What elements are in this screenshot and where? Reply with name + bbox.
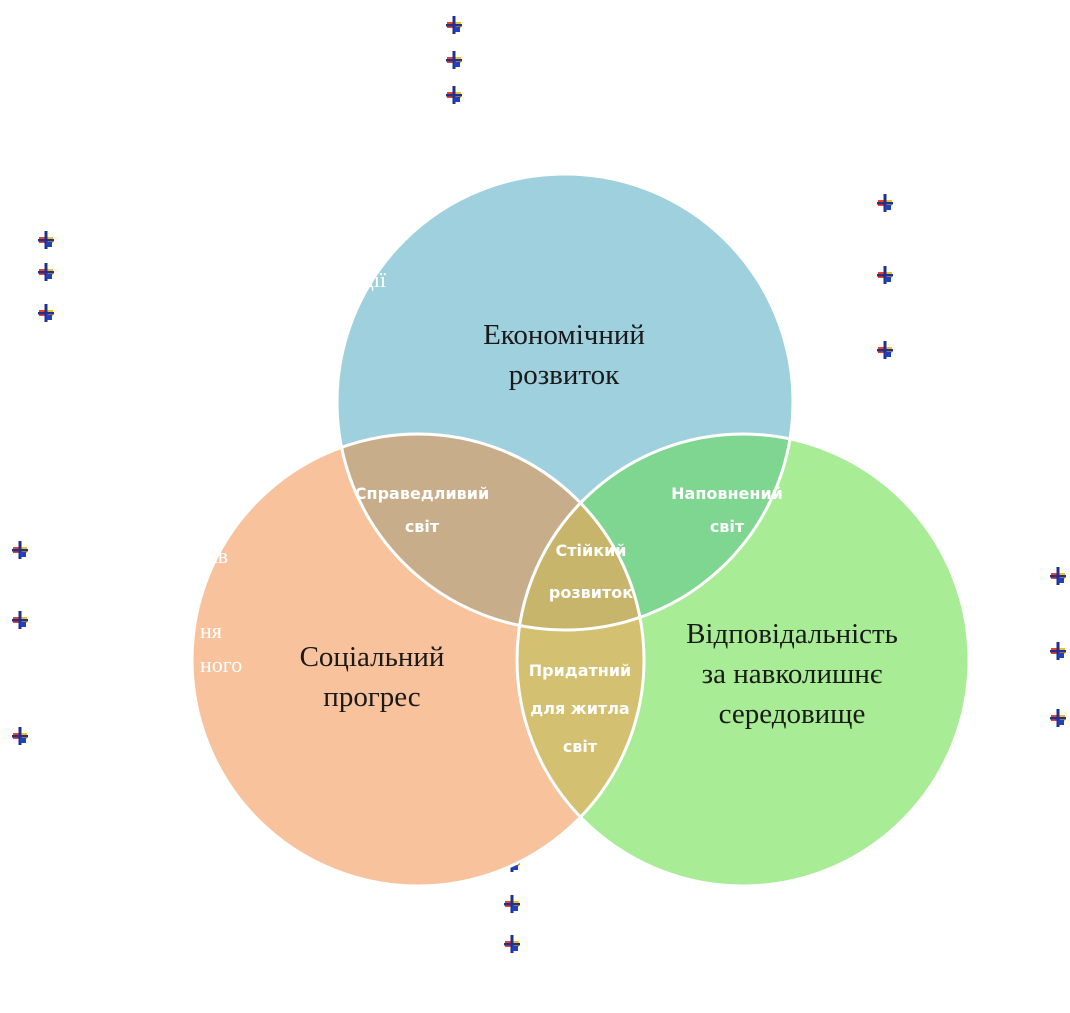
bullets-top <box>446 16 462 104</box>
overlap-economic-social <box>337 434 644 630</box>
social-label-line: прогрес <box>323 681 420 713</box>
plus-cross-bullet-icon <box>38 263 54 281</box>
plus-cross-bullet-icon <box>877 194 893 212</box>
bullets-right-upper <box>877 194 893 359</box>
social-label-line: Соціальний <box>300 641 445 673</box>
economic-label-line: Економічний <box>483 319 645 351</box>
economic-label: Економічний розвиток <box>483 319 645 391</box>
plus-cross-bullet-icon <box>1050 567 1066 585</box>
plus-cross-bullet-icon <box>877 341 893 359</box>
plus-cross-bullet-icon <box>12 611 28 629</box>
bullets-left-lower <box>12 541 28 745</box>
plus-cross-bullet-icon <box>12 727 28 745</box>
social-label: Соціальний прогрес <box>300 641 445 713</box>
plus-cross-bullet-icon <box>1050 642 1066 660</box>
viable-label-line: Наповнений <box>671 484 783 503</box>
economic-label-line: розвиток <box>509 359 620 391</box>
circle-outlines <box>190 172 971 888</box>
viable-label: Наповнений світ <box>671 484 783 536</box>
overlap-economic-environmental <box>517 434 793 630</box>
hidden-text-fragment: ав <box>208 543 228 568</box>
plus-cross-bullet-icon <box>12 541 28 559</box>
equitable-label-line: Справедливий <box>355 484 489 503</box>
plus-cross-bullet-icon <box>877 266 893 284</box>
plus-cross-bullet-icon <box>38 304 54 322</box>
bullets-right-lower <box>1050 567 1066 727</box>
environmental-label: Відповідальність за навколишнє середовищ… <box>686 618 898 730</box>
bearable-label-line: для житла <box>530 699 629 718</box>
hidden-text-fragment: ції <box>362 267 387 292</box>
equitable-label: Справедливий світ <box>355 484 489 536</box>
environmental-label-line: Відповідальність <box>686 618 898 650</box>
bearable-label: Придатний для житла світ <box>529 661 632 756</box>
viable-label-line: світ <box>710 517 745 536</box>
plus-cross-bullet-icon <box>446 16 462 34</box>
environmental-label-line: за навколишнє <box>702 658 883 690</box>
bearable-label-line: світ <box>563 737 598 756</box>
plus-cross-bullet-icon <box>38 231 54 249</box>
sustainable-label-line: розвиток <box>549 583 633 602</box>
sustainable-label-line: Стійкий <box>556 541 627 560</box>
hidden-text-fragment: ня <box>200 618 222 643</box>
plus-cross-bullet-icon <box>446 86 462 104</box>
plus-cross-bullet-icon <box>1050 709 1066 727</box>
equitable-label-line: світ <box>405 517 440 536</box>
plus-cross-bullet-icon <box>446 51 462 69</box>
hidden-text-fragment: ного <box>200 652 242 677</box>
bullets-left-upper <box>38 231 54 322</box>
plus-cross-bullet-icon <box>504 935 520 953</box>
sustainable-label: Стійкий розвиток <box>549 541 633 602</box>
environmental-label-line: середовище <box>719 698 866 730</box>
plus-cross-bullet-icon <box>504 895 520 913</box>
bearable-label-line: Придатний <box>529 661 632 680</box>
